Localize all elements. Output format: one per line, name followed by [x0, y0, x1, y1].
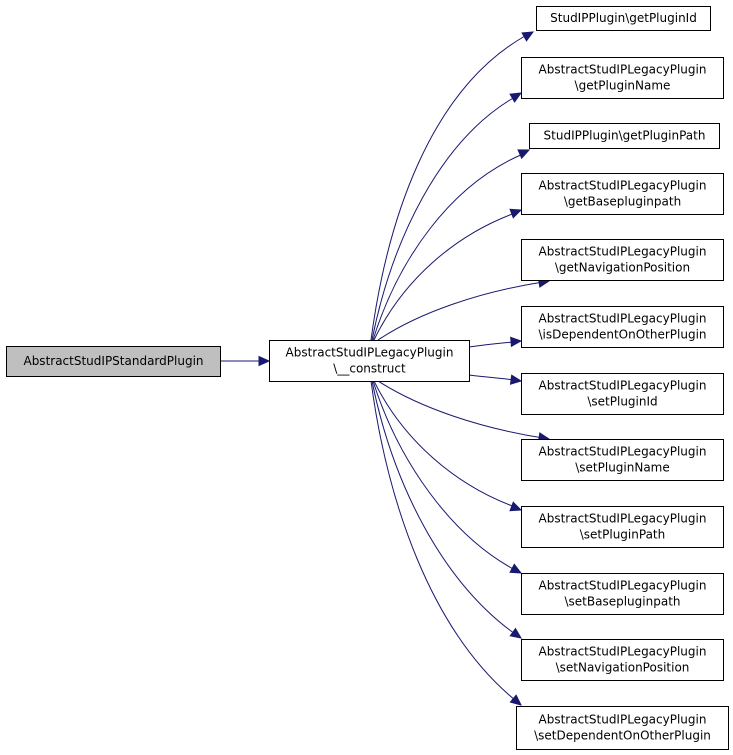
node-box [521, 439, 724, 481]
node-label-line: AbstractStudIPLegacyPlugin [539, 179, 707, 193]
node-box [521, 306, 724, 348]
node-box [521, 173, 724, 215]
edge-construct-to-set-basepluginpath [372, 380, 523, 574]
edge-line [468, 374, 516, 381]
node-label-line: \isDependentOnOtherPlugin [538, 328, 706, 342]
node-box [521, 57, 724, 99]
edge-line [377, 380, 544, 439]
node-box [536, 6, 711, 31]
node-root[interactable]: AbstractStudIPStandardPlugin [6, 346, 221, 377]
arrowhead [258, 355, 271, 367]
node-label-line: \setDependentOnOtherPlugin [534, 729, 711, 743]
node-box [269, 340, 470, 382]
node-label-line: AbstractStudIPLegacyPlugin [539, 445, 707, 459]
edge-line [377, 281, 544, 341]
node-box [6, 346, 221, 377]
node-get-plugin-path[interactable]: StudIPPlugin\getPluginPath [529, 123, 720, 149]
node-label-line: AbstractStudIPLegacyPlugin [539, 645, 707, 659]
node-label-line: AbstractStudIPLegacyPlugin [539, 312, 707, 326]
node-label-line: \setPluginPath [580, 528, 665, 542]
arrowhead [510, 336, 523, 348]
arrowhead [509, 627, 522, 639]
node-label-line: AbstractStudIPLegacyPlugin [539, 579, 707, 593]
edge-construct-to-set-plugin-id [468, 374, 523, 385]
node-label-line: \setPluginId [587, 395, 657, 409]
node-label-line: \setPluginName [575, 461, 670, 475]
node-box [521, 639, 724, 681]
node-construct[interactable]: AbstractStudIPLegacyPlugin \__construct [269, 340, 470, 382]
node-box [521, 239, 724, 281]
arrowhead [509, 694, 522, 706]
edge-construct-to-get-basepluginpath [373, 208, 523, 341]
edge-line [373, 212, 516, 341]
node-box [521, 506, 724, 548]
arrowhead [509, 92, 523, 103]
edge-line [370, 35, 526, 341]
node-get-plugin-id[interactable]: StudIPPlugin\getPluginId [536, 6, 711, 31]
node-label-line: \setNavigationPosition [556, 661, 690, 675]
arrowhead [521, 31, 535, 42]
edge-line [370, 380, 516, 701]
node-label-line: AbstractStudIPLegacyPlugin [286, 346, 454, 360]
edge-construct-to-set-plugin-path [373, 380, 523, 512]
node-box [516, 706, 729, 750]
node-box [529, 123, 720, 149]
edge-root-to-construct [220, 355, 271, 367]
arrowhead [517, 149, 531, 160]
node-box [521, 573, 724, 615]
node-label-line: AbstractStudIPLegacyPlugin [539, 379, 707, 393]
node-label-line: StudIPPlugin\getPluginPath [544, 129, 706, 143]
edge-construct-to-get-plugin-id [370, 31, 535, 341]
node-label-line: AbstractStudIPLegacyPlugin [539, 713, 707, 727]
node-set-navigation-position[interactable]: AbstractStudIPLegacyPlugin \setNavigation… [521, 639, 724, 681]
node-label-line: AbstractStudIPLegacyPlugin [539, 63, 707, 77]
node-label-line: \getPluginName [575, 79, 671, 93]
edges-layer [220, 31, 551, 706]
edge-line [371, 380, 516, 635]
node-label-line: AbstractStudIPStandardPlugin [23, 354, 203, 368]
nodes-layer: AbstractStudIPStandardPluginAbstractStud… [6, 6, 729, 750]
edge-line [371, 96, 516, 341]
arrowhead [509, 501, 523, 512]
arrowhead [509, 563, 523, 574]
node-label-line: AbstractStudIPLegacyPlugin [539, 512, 707, 526]
node-set-basepluginpath[interactable]: AbstractStudIPLegacyPlugin \setBaseplugin… [521, 573, 724, 615]
node-label-line: \setBasepluginpath [565, 595, 681, 609]
node-set-plugin-name[interactable]: AbstractStudIPLegacyPlugin \setPluginName [521, 439, 724, 481]
node-box [521, 373, 724, 415]
node-set-plugin-path[interactable]: AbstractStudIPLegacyPlugin \setPluginPath [521, 506, 724, 548]
arrowhead [509, 374, 523, 385]
node-label-line: \__construct [333, 362, 406, 376]
edge-construct-to-get-plugin-name [371, 92, 523, 341]
edge-construct-to-is-dependent-on-other-plugin [468, 336, 523, 348]
node-is-dependent-on-other-plugin[interactable]: AbstractStudIPLegacyPlugin \isDependentOn… [521, 306, 724, 348]
edge-construct-to-set-dependent-on-other-plugin [370, 380, 522, 706]
arrowhead [509, 208, 523, 219]
edge-line [372, 380, 516, 571]
node-get-navigation-position[interactable]: AbstractStudIPLegacyPlugin \getNavigation… [521, 239, 724, 281]
node-label-line: StudIPPlugin\getPluginId [550, 11, 697, 25]
edge-line [373, 380, 516, 508]
node-label-line: \getBasepluginpath [564, 195, 681, 209]
edge-line [372, 153, 524, 341]
node-set-dependent-on-other-plugin[interactable]: AbstractStudIPLegacyPlugin \setDependentO… [516, 706, 729, 750]
node-label-line: \getNavigationPosition [555, 261, 690, 275]
node-label-line: AbstractStudIPLegacyPlugin [539, 245, 707, 259]
node-get-basepluginpath[interactable]: AbstractStudIPLegacyPlugin \getBaseplugin… [521, 173, 724, 215]
edge-construct-to-set-navigation-position [371, 380, 522, 639]
edge-line [468, 341, 516, 348]
node-set-plugin-id[interactable]: AbstractStudIPLegacyPlugin \setPluginId [521, 373, 724, 415]
node-get-plugin-name[interactable]: AbstractStudIPLegacyPlugin \getPluginName [521, 57, 724, 99]
edge-construct-to-get-plugin-path [372, 149, 531, 341]
